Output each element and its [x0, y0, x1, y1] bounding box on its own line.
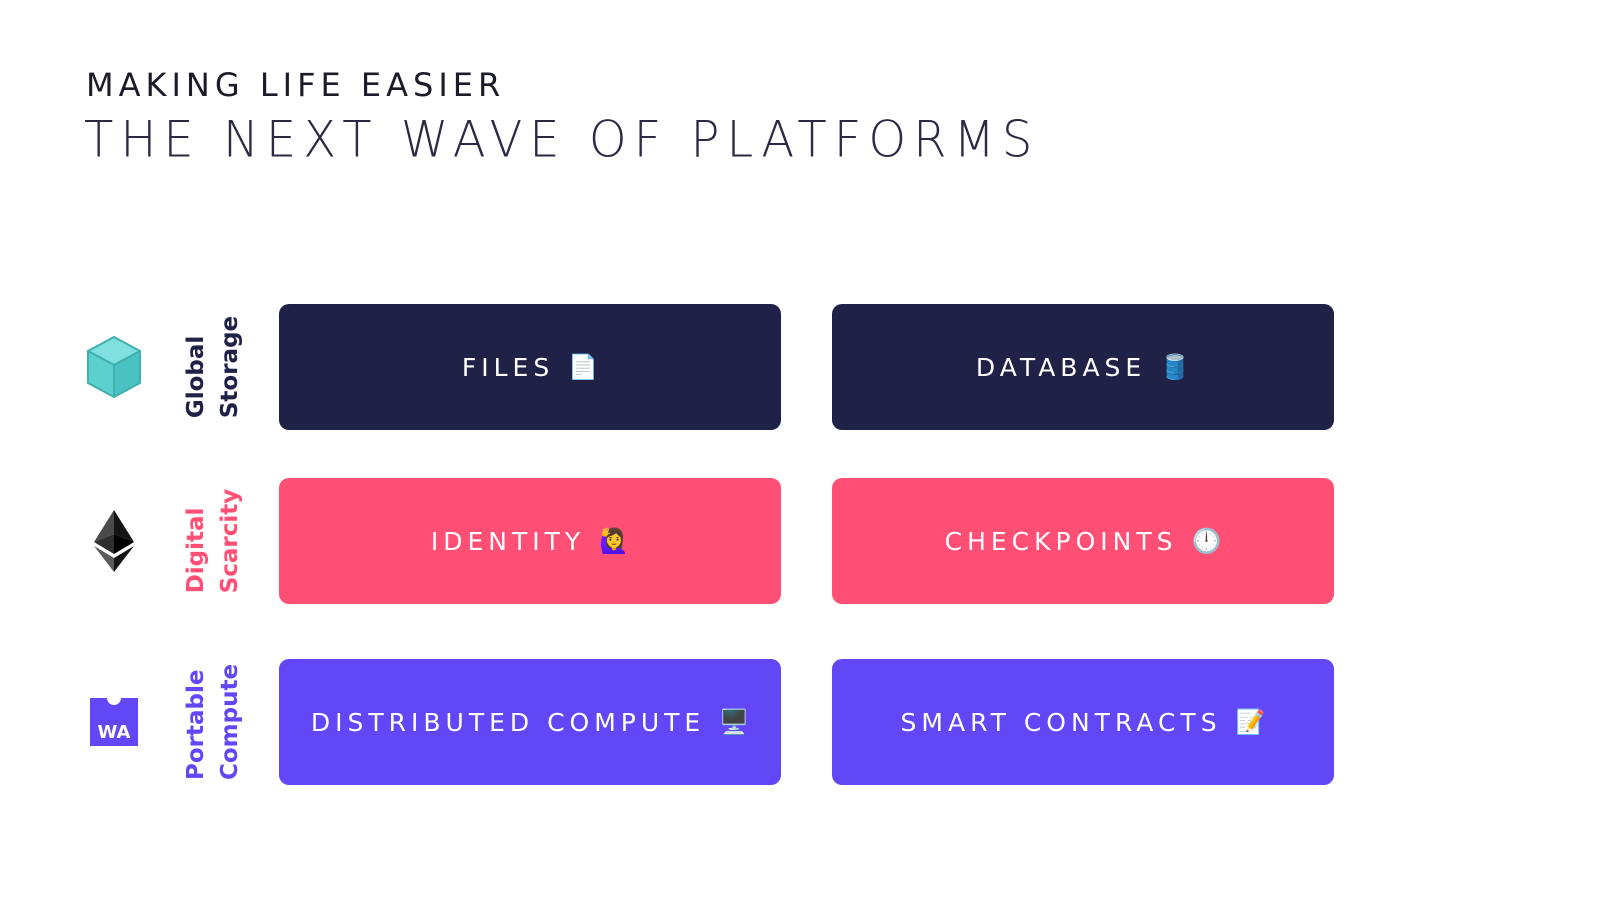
memo-icon: 📝 — [1235, 708, 1266, 736]
cube-icon — [84, 335, 144, 399]
clock-icon: 🕛 — [1191, 527, 1222, 555]
identity-card[interactable]: IDENTITY 🙋‍♀️ — [279, 478, 781, 604]
card-label: DATABASE — [975, 352, 1147, 382]
files-card[interactable]: FILES 📄 — [279, 304, 781, 430]
row-label-line1: Portable — [183, 669, 209, 781]
row-label-line2: Storage — [217, 315, 243, 419]
checkpoints-card[interactable]: CHECKPOINTS 🕛 — [832, 478, 1334, 604]
row-digital-scarcity: Digital Scarcity IDENTITY 🙋‍♀️ CHECKPOINT… — [0, 478, 1600, 604]
card-label: FILES — [461, 352, 555, 382]
row-label-line1: Digital — [183, 507, 209, 594]
desktop-computer-icon: 🖥️ — [719, 708, 750, 736]
row-portable-compute: WA Portable Compute DISTRIBUTED COMPUTE 🖥… — [0, 659, 1600, 785]
slide-kicker: MAKING LIFE EASIER — [86, 66, 506, 104]
row-label-line2: Scarcity — [217, 488, 243, 594]
row-label-global-storage: Global Storage — [178, 304, 248, 430]
ethereum-icon — [84, 509, 144, 573]
row-global-storage: Global Storage FILES 📄 DATABASE 🛢️ — [0, 304, 1600, 430]
oil-drum-icon: 🛢️ — [1160, 353, 1191, 381]
card-label: SMART CONTRACTS — [900, 707, 1222, 737]
card-label: IDENTITY — [430, 526, 586, 556]
smart-contracts-card[interactable]: SMART CONTRACTS 📝 — [832, 659, 1334, 785]
person-raising-hand-icon: 🙋‍♀️ — [599, 527, 630, 555]
card-label: CHECKPOINTS — [944, 526, 1178, 556]
file-icon: 📄 — [568, 353, 599, 381]
webassembly-icon: WA — [84, 690, 144, 754]
database-card[interactable]: DATABASE 🛢️ — [832, 304, 1334, 430]
distributed-compute-card[interactable]: DISTRIBUTED COMPUTE 🖥️ — [279, 659, 781, 785]
row-label-line1: Global — [183, 335, 209, 419]
row-label-digital-scarcity: Digital Scarcity — [178, 478, 248, 604]
webassembly-icon-text: WA — [98, 722, 131, 743]
row-label-portable-compute: Portable Compute — [178, 659, 248, 785]
row-label-line2: Compute — [217, 663, 243, 781]
slide-title: THE NEXT WAVE OF PLATFORMS — [84, 110, 1040, 170]
card-label: DISTRIBUTED COMPUTE — [310, 707, 706, 737]
